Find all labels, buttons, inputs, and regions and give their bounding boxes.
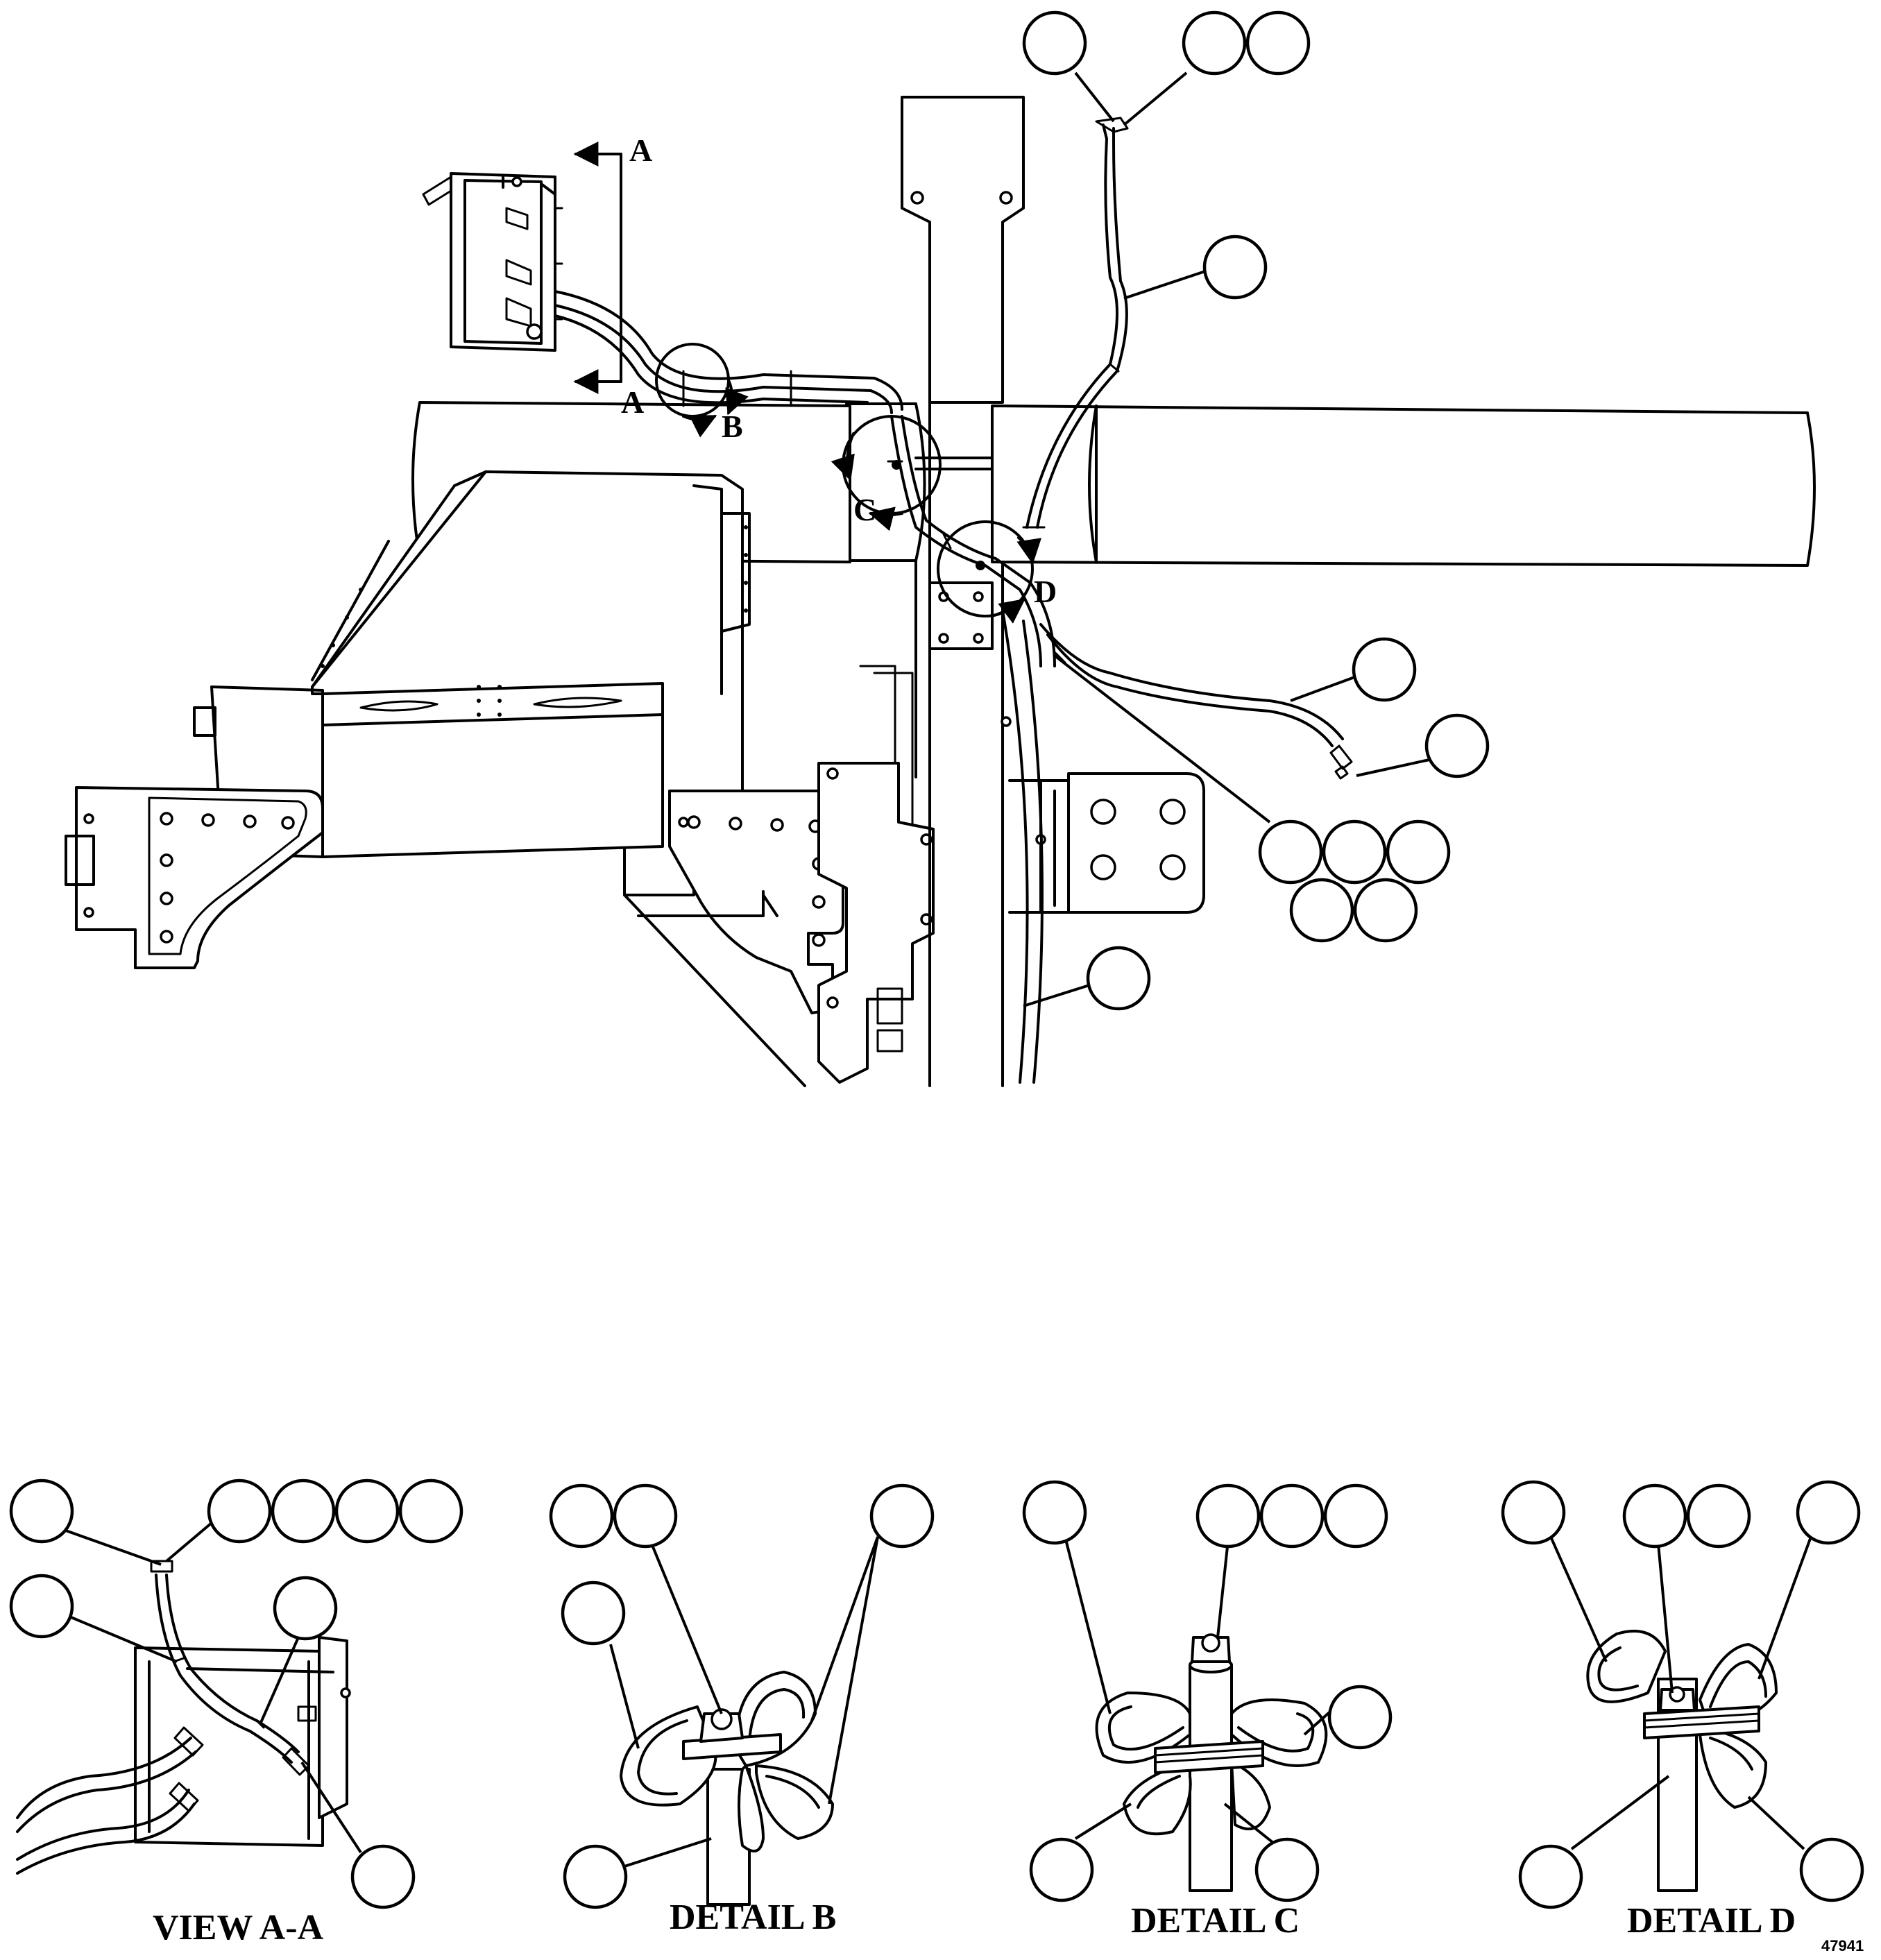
- callout-bubble: [1518, 1844, 1583, 1909]
- main-callouts: [1022, 10, 1490, 1011]
- callout-bubble: [1322, 819, 1387, 885]
- callout-bubble: [1353, 878, 1418, 943]
- section-marker-bottom: A: [621, 384, 644, 420]
- callout-bubble: [334, 1478, 400, 1544]
- callout-bubble: [1245, 10, 1311, 76]
- callout-bubble: [1686, 1483, 1751, 1549]
- callout-bubble: [9, 1478, 74, 1544]
- callout-bubble: [1622, 1483, 1687, 1549]
- right-boom-tube: [991, 404, 1816, 567]
- callout-bubble: [1022, 1480, 1087, 1545]
- callout-bubble: [1195, 1483, 1261, 1549]
- callout-bubble: [9, 1574, 74, 1639]
- callout-bubble: [1258, 819, 1323, 885]
- caption-view-a-a: VIEW A-A: [153, 1908, 324, 1948]
- caption-detail-d: DETAIL D: [1627, 1901, 1796, 1941]
- left-mounting-plate: [75, 786, 324, 969]
- callout-bubble: [1182, 10, 1247, 76]
- section-line-a-a: A A: [573, 133, 652, 420]
- detail-marker-c: C: [853, 492, 876, 527]
- mast-right-flange: [1001, 609, 1044, 1084]
- mast-lower-bracket: [817, 762, 935, 1084]
- callout-bubble: [1029, 1837, 1094, 1902]
- callout-bubble: [273, 1576, 338, 1641]
- detail-circle-d: [937, 520, 1034, 617]
- lower-leg: [623, 890, 806, 1087]
- callout-bubble: [1799, 1837, 1864, 1902]
- center-hub: [838, 402, 926, 562]
- callout-bubble: [613, 1483, 678, 1549]
- hose-bundle: [554, 117, 1353, 780]
- callout-bubble: [549, 1483, 614, 1549]
- callout-bubble: [1202, 235, 1268, 300]
- vertical-mast: [901, 96, 1025, 404]
- callout-bubble: [1022, 10, 1087, 76]
- callout-bubble: [1327, 1685, 1393, 1750]
- callout-bubble: [1254, 1837, 1320, 1902]
- detail-marker-d: D: [1034, 574, 1057, 609]
- view-a-a: VIEW A-A: [9, 1478, 463, 1948]
- detail-marker-b: B: [722, 409, 743, 444]
- callout-bubble: [561, 1580, 626, 1646]
- callout-bubble: [271, 1478, 336, 1544]
- callout-bubble: [869, 1483, 935, 1549]
- callout-bubble: [1424, 713, 1490, 778]
- callout-bubble: [350, 1844, 416, 1909]
- right-mounting-plate: [1067, 772, 1205, 914]
- callout-bubble: [1289, 878, 1354, 943]
- caption-detail-b: DETAIL B: [670, 1898, 836, 1937]
- callout-bubble: [563, 1844, 628, 1909]
- valve-block: [422, 172, 563, 352]
- callout-bubble: [1086, 946, 1151, 1011]
- section-marker-top: A: [629, 133, 652, 168]
- callout-bubble: [207, 1478, 272, 1544]
- callout-bubble: [1796, 1480, 1861, 1545]
- callout-bubble: [398, 1478, 463, 1544]
- main-assembly-view: A A: [65, 10, 1816, 1087]
- callout-bubble: [1386, 819, 1451, 885]
- callout-bubble: [1501, 1480, 1566, 1545]
- detail-c: DETAIL C: [1022, 1480, 1393, 1941]
- callout-bubble: [1352, 637, 1417, 702]
- callout-bubble: [1259, 1483, 1325, 1549]
- callout-bubble: [1323, 1483, 1388, 1549]
- figure-number: 47941: [1821, 1937, 1864, 1954]
- detail-d: DETAIL D: [1501, 1480, 1864, 1941]
- detail-b: DETAIL B: [549, 1483, 935, 1937]
- caption-detail-c: DETAIL C: [1131, 1901, 1300, 1941]
